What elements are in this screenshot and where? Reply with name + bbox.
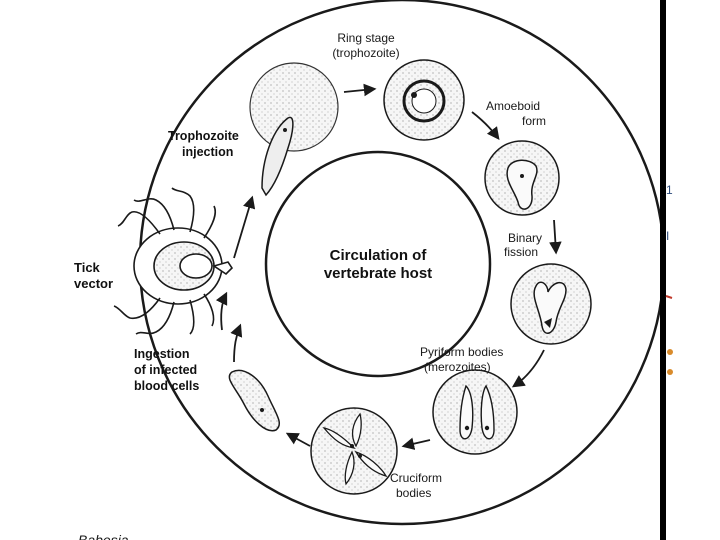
partial-orange-mark-1 xyxy=(667,349,673,355)
dark-strip xyxy=(660,0,666,540)
cruciform-label-line1: Cruciform xyxy=(390,471,442,485)
partial-glyph-2: I xyxy=(666,229,669,243)
ring-label-line2: (trophozoite) xyxy=(332,46,399,60)
ring-stage-cell xyxy=(383,59,465,141)
arrow-to-amoeboid xyxy=(471,111,500,141)
binary-fission-cell xyxy=(510,263,592,345)
binary-label-line2: fission xyxy=(504,245,538,259)
pyriform-bodies-cell xyxy=(432,369,518,455)
tick-label-line1: Tick xyxy=(74,260,101,275)
ingestion-label-line1: Ingestion xyxy=(134,347,190,361)
right-edge-panel: 1 I xyxy=(660,0,720,540)
cruciform-label-line2: bodies xyxy=(396,486,431,500)
cruciform-bodies-cell xyxy=(310,407,398,495)
tick-label-line2: vector xyxy=(74,276,113,291)
caption-babesia: Babesia xyxy=(78,532,129,540)
partial-orange-mark-2 xyxy=(667,369,673,375)
pyriform-label-line2: (merozoites) xyxy=(424,360,491,374)
arrow-to-pyriform xyxy=(511,349,545,388)
trophozoite-label-line1: Trophozoite xyxy=(168,129,239,143)
amoeboid-label-line1: Amoeboid xyxy=(486,99,540,113)
amoeboid-form-cell xyxy=(484,140,560,216)
arrow-to-cruciform xyxy=(401,437,431,450)
partial-glyph-1: 1 xyxy=(666,183,673,197)
amoeboid-label-line2: form xyxy=(522,114,546,128)
trophozoite-injection-cell xyxy=(249,62,339,197)
center-label-line2: vertebrate host xyxy=(324,265,432,282)
ring-label-line1: Ring stage xyxy=(337,31,395,45)
pyriform-label-line1: Pyriform bodies xyxy=(420,345,503,359)
ingestion-label-line3: blood cells xyxy=(134,379,199,393)
arrow-to-free-merozoite xyxy=(285,432,311,447)
arrow-injection xyxy=(233,195,256,259)
arrow-to-binary xyxy=(549,219,562,255)
ingestion-label-line2: of infected xyxy=(134,363,197,377)
trophozoite-label-line2: injection xyxy=(182,145,233,159)
arrow-to-ring xyxy=(343,83,377,97)
arrow-ingestion-1 xyxy=(230,323,243,363)
partial-red-mark xyxy=(665,295,673,299)
arrow-ingestion-2 xyxy=(215,291,228,331)
free-merozoite xyxy=(228,369,280,432)
binary-label-line1: Binary xyxy=(508,231,542,245)
center-label-line1: Circulation of xyxy=(330,247,428,264)
circulation-circle xyxy=(264,150,492,378)
tick-vector-illustration xyxy=(113,187,234,335)
